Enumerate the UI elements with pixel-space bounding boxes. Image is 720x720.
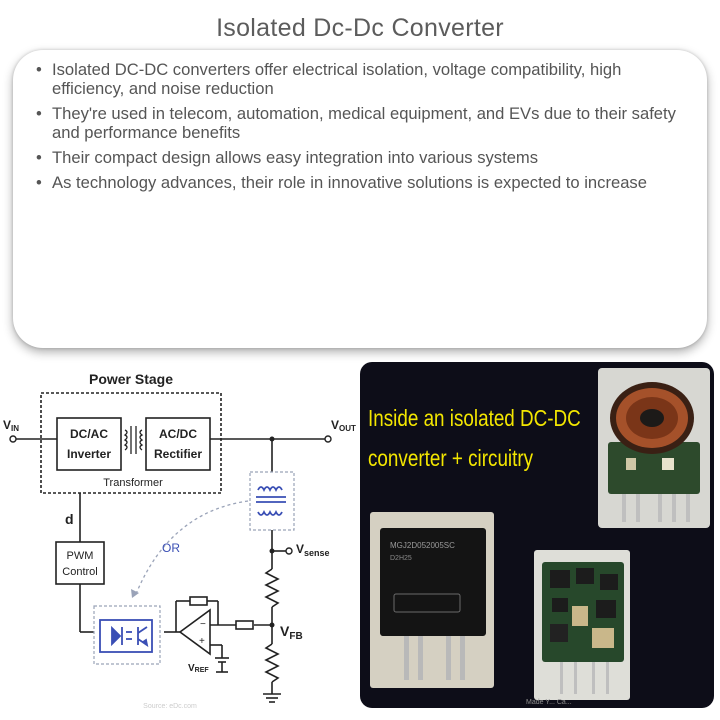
toroid-board-photo: [598, 368, 710, 528]
control-label: Control: [62, 566, 97, 578]
rectifier-label: Rectifier: [154, 447, 202, 461]
slide-title: Isolated Dc-Dc Converter: [216, 14, 504, 42]
bullet-item: They're used in telecom, automation, med…: [35, 104, 693, 142]
feedback-resistor: [189, 596, 208, 606]
acdc-rectifier-block: [145, 417, 211, 471]
module-date-code: D2H25: [390, 555, 412, 562]
bullet-card: Isolated DC-DC converters offer electric…: [13, 50, 707, 348]
vin-terminal: [9, 435, 17, 443]
module-part-number: MGJ2D052005SC: [390, 541, 455, 550]
vsense-terminal: [285, 547, 293, 555]
vout-terminal: [324, 435, 332, 443]
input-resistor: [235, 620, 254, 630]
vref-label: VREF: [188, 663, 209, 674]
photo-heading: Inside an isolated DC-DC converter + circ…: [368, 398, 581, 478]
vin-label: VIN: [3, 418, 19, 433]
vsense-label: Vsense: [296, 542, 330, 558]
lower-resistor: [264, 643, 280, 683]
photo-heading-line-1: Inside an isolated DC-DC: [368, 405, 581, 431]
optocoupler-box: [93, 605, 161, 665]
d-label: d: [65, 511, 74, 527]
acdc-label: AC/DC: [159, 427, 197, 441]
opamp-plus: +: [199, 636, 205, 647]
upper-resistor: [264, 568, 280, 608]
photo-caption: Made Y... Ca...: [526, 699, 572, 706]
power-stage-transformer: [123, 426, 144, 454]
bullet-item: Their compact design allows easy integra…: [35, 148, 693, 167]
power-stage-box: [40, 392, 222, 494]
transformer-label: Transformer: [103, 477, 163, 489]
source-credit: Source: eDc.com: [143, 703, 197, 710]
isolation-transformer-box: [249, 471, 295, 531]
dcac-inverter-block: [56, 417, 122, 471]
inverter-label: Inverter: [67, 447, 111, 461]
bullet-item: As technology advances, their role in in…: [35, 173, 693, 192]
dcac-label: DC/AC: [70, 427, 108, 441]
or-arrow: [135, 500, 249, 595]
photo-heading-line-2: converter + circuitry: [368, 445, 534, 471]
opamp-triangle: [178, 608, 211, 656]
power-stage-label: Power Stage: [89, 371, 173, 387]
component-photos: MGJ2D052005SC D2H25: [370, 368, 710, 706]
opamp-minus: −: [200, 619, 206, 630]
bullet-item: Isolated DC-DC converters offer electric…: [35, 60, 693, 98]
optocoupler-icon: [99, 619, 153, 653]
pwm-label: PWM: [67, 550, 94, 562]
blue-transformer-icon: [256, 486, 286, 516]
bullet-list: Isolated DC-DC converters offer electric…: [35, 60, 693, 192]
pcb-photo: [534, 550, 630, 700]
encapsulated-module-photo: MGJ2D052005SC D2H25: [370, 512, 494, 688]
isolated-converter-schematic: Power Stage VIN VOUT DC/AC Inverter AC/D…: [3, 371, 356, 710]
vout-label: VOUT: [331, 418, 356, 433]
vfb-label: VFB: [280, 623, 303, 642]
photo-panel: MGJ2D052005SC D2H25: [360, 362, 714, 708]
or-label: OR: [162, 541, 180, 555]
